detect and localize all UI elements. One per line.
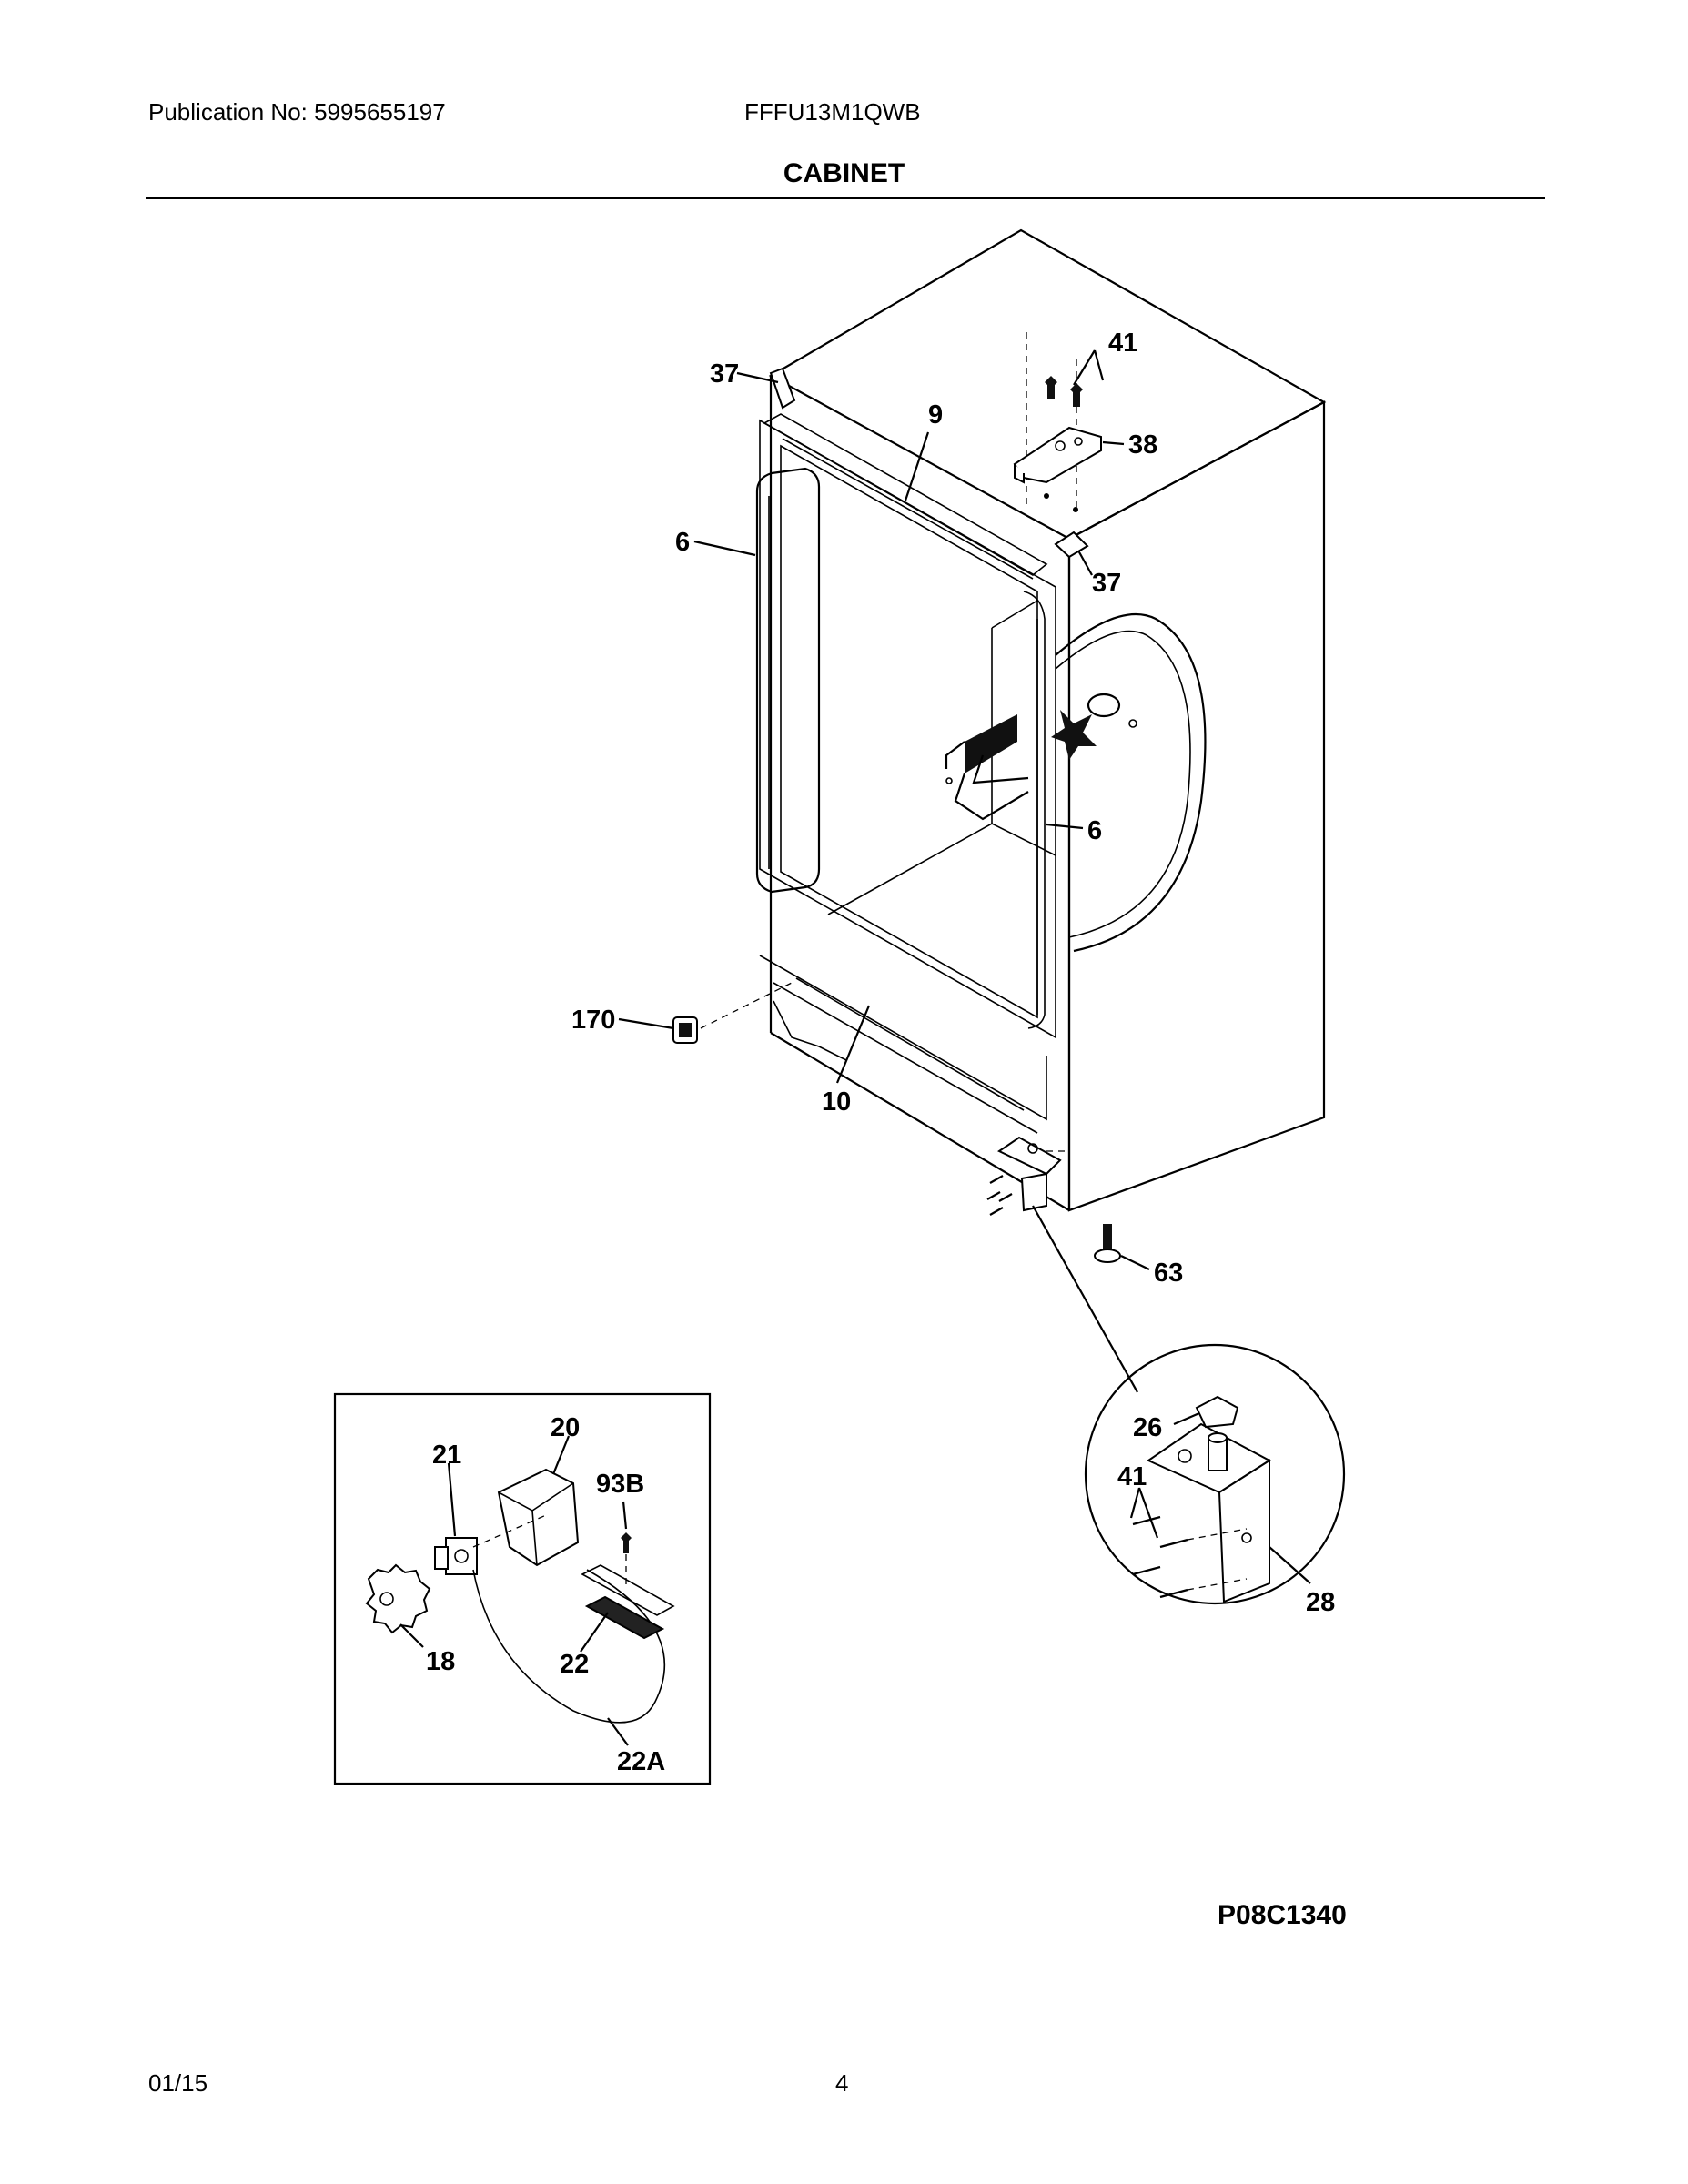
diagram-code: P08C1340 <box>1218 1900 1347 1930</box>
leveling-leg-63 <box>1094 1224 1121 1263</box>
hinge-cover-right <box>1054 531 1089 559</box>
switch-170 <box>672 982 793 1044</box>
publication-number: Publication No: 5995655197 <box>148 98 446 126</box>
callout-6-left: 6 <box>675 528 690 557</box>
callout-labels: 37 41 9 38 6 37 6 170 10 63 26 41 28 20 … <box>426 329 1335 1776</box>
side-panel-oval <box>1055 612 1207 953</box>
footer-date: 01/15 <box>148 2069 208 2097</box>
callout-41-top: 41 <box>1108 329 1137 358</box>
callout-37-top: 37 <box>710 359 739 389</box>
top-hinge <box>1013 332 1102 512</box>
callout-28: 28 <box>1306 1588 1335 1617</box>
callout-37-right: 37 <box>1092 569 1121 598</box>
hinge-cover-left <box>769 367 796 410</box>
callout-38: 38 <box>1128 430 1157 460</box>
bottom-hinge <box>986 1136 1069 1216</box>
door-gasket-left <box>755 467 821 894</box>
callout-9: 9 <box>928 400 943 430</box>
callout-26: 26 <box>1133 1413 1162 1442</box>
footer-page-number: 4 <box>835 2069 849 2097</box>
header-rule <box>146 197 1545 199</box>
callout-22: 22 <box>560 1650 589 1679</box>
callout-10: 10 <box>822 1087 851 1117</box>
callout-20: 20 <box>551 1413 580 1442</box>
callout-41-detail: 41 <box>1117 1462 1147 1491</box>
callout-18: 18 <box>426 1647 455 1676</box>
callout-93b: 93B <box>596 1470 644 1499</box>
callout-21: 21 <box>432 1441 461 1470</box>
hinge-detail-circle <box>1084 1343 1346 1605</box>
cabinet-body <box>759 228 1327 1212</box>
callout-63: 63 <box>1154 1259 1183 1288</box>
section-title: CABINET <box>783 158 905 188</box>
callout-22a: 22A <box>617 1747 665 1776</box>
callout-170: 170 <box>571 1006 615 1035</box>
door-gasket-right <box>1023 591 1046 1029</box>
callout-6-right: 6 <box>1087 816 1102 845</box>
breaker-strip-top <box>763 413 1048 580</box>
shelf-bracket <box>945 710 1097 821</box>
model-number: FFFU13M1QWB <box>744 98 921 126</box>
thermostat-detail-box <box>333 1392 712 1785</box>
leader-lines <box>399 349 1311 1746</box>
